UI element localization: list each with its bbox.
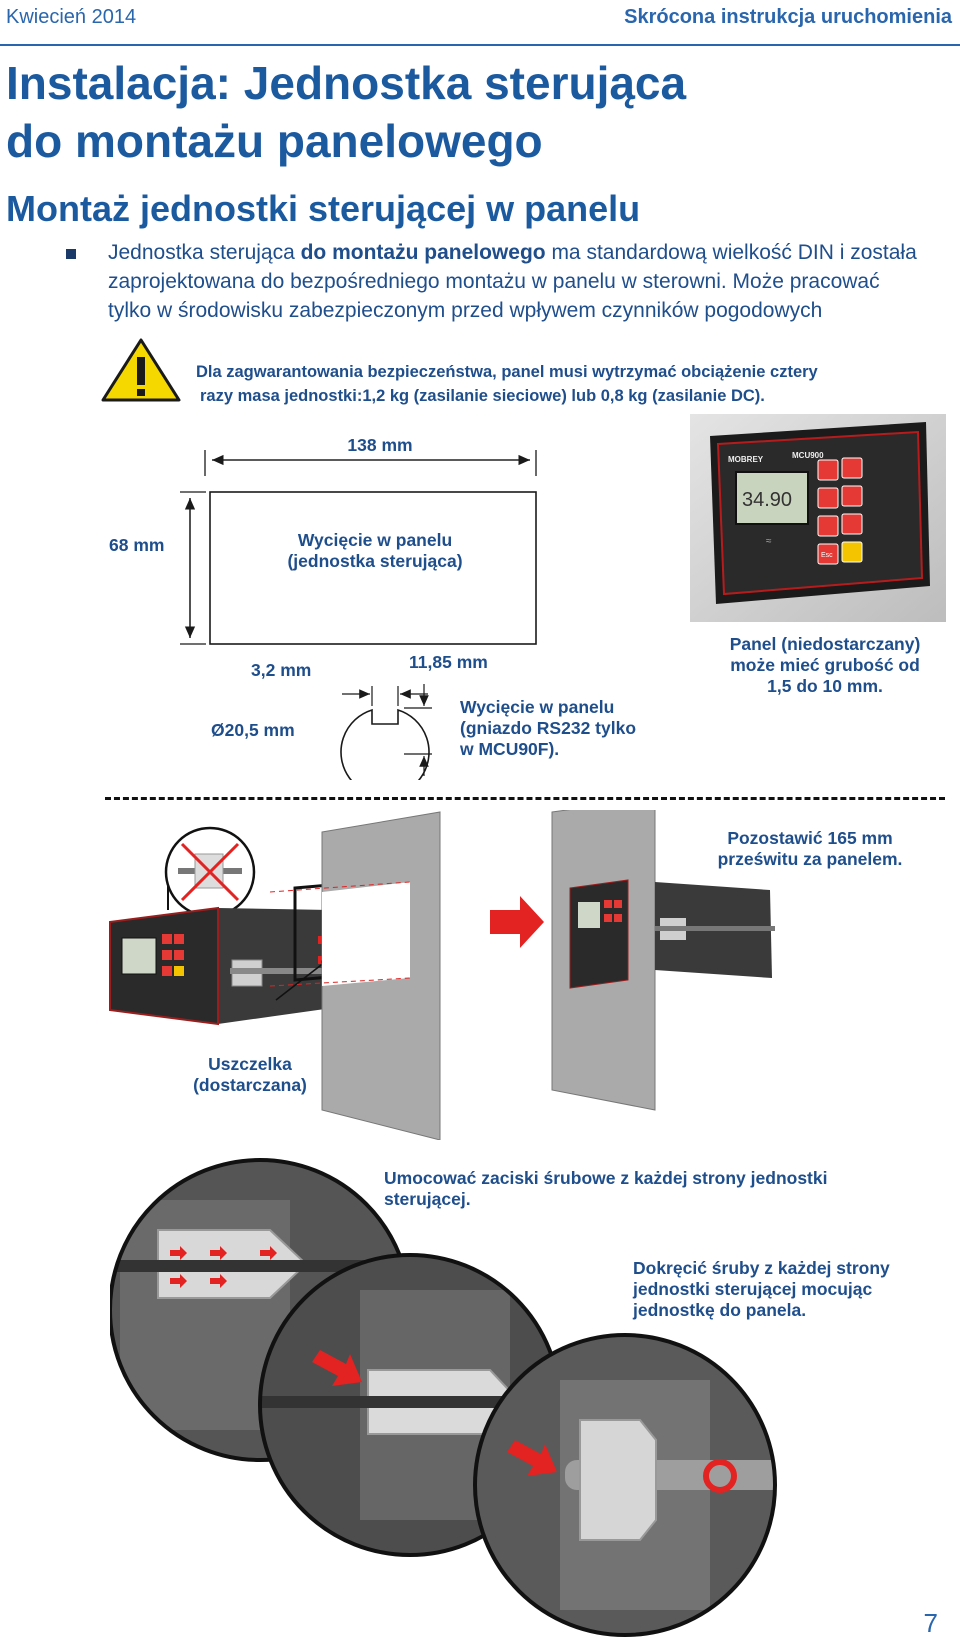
panel-note-line3: 1,5 do 10 mm. <box>767 676 883 696</box>
cutout-rectangle <box>209 491 537 645</box>
device-photo: MOBREY MCU900 34.90 Esc ≈ <box>690 414 946 622</box>
warning-triangle-icon <box>101 338 181 402</box>
device-brand: MOBREY <box>728 455 764 464</box>
header-rule <box>0 44 960 46</box>
fix-clamps-instruction: Umocować zaciski śrubowe z każdej strony… <box>384 1168 828 1209</box>
gasket-line2: (dostarczana) <box>193 1075 307 1095</box>
section-divider <box>105 797 945 800</box>
panel-thickness-note: Panel (niedostarczany) może mieć grubość… <box>700 634 950 697</box>
detail-circle-3 <box>475 1335 775 1635</box>
tighten-line1: Dokręcić śruby z każdej strony <box>633 1258 890 1278</box>
bullet-icon <box>66 249 76 259</box>
device-display-value: 34.90 <box>742 489 792 511</box>
diameter-label: Ø20,5 mm <box>211 720 295 740</box>
tighten-instruction: Dokręcić śruby z każdej strony jednostki… <box>633 1258 933 1321</box>
panel-note-line1: Panel (niedostarczany) <box>729 634 921 654</box>
key-width-label: 3,2 mm <box>251 660 312 680</box>
mounting-illustration: x 2 <box>109 810 775 1140</box>
tighten-line2: jednostki sterującej mocując <box>633 1279 873 1299</box>
cutout-label: Wycięcie w panelu (jednostka sterująca) <box>250 530 500 572</box>
rs232-cutout <box>340 708 430 780</box>
width-label: 138 mm <box>347 435 413 455</box>
device-display <box>735 471 809 525</box>
warning-text: Dla zagwarantowania bezpieczeństwa, pane… <box>196 360 956 408</box>
gasket-line1: Uszczelka <box>208 1054 292 1074</box>
rs232-line3: w MCU90F). <box>460 739 560 759</box>
page-title-line1: Instalacja: Jednostka sterująca <box>6 57 687 109</box>
page-title: Instalacja: Jednostka sterująca do monta… <box>6 54 686 170</box>
next-step-arrow <box>490 896 544 948</box>
page-title-line2: do montażu panelowego <box>6 115 543 167</box>
rs232-line2: (gniazdo RS232 tylko <box>460 718 637 738</box>
section-title: Montaż jednostki sterującej w panelu <box>6 188 641 229</box>
cutout-label-line2: (jednostka sterująca) <box>287 551 463 571</box>
intro-text-after: ma standardową wielkość DIN i została za… <box>108 241 917 322</box>
cutout-diagram <box>180 450 537 780</box>
clearance-note: Pozostawić 165 mm prześwitu za panelem. <box>700 828 920 870</box>
clamp-detail-illustration <box>110 1158 777 1637</box>
rs232-line1: Wycięcie w panelu <box>460 697 615 717</box>
intro-text-bold: do montażu panelowego <box>300 241 546 264</box>
clearance-line1: Pozostawić 165 mm <box>727 828 893 848</box>
intro-paragraph: Jednostka sterująca do montażu paneloweg… <box>108 238 928 325</box>
device-model: MCU900 <box>792 451 824 460</box>
device-esc-label: Esc <box>821 552 833 559</box>
page-number: 7 <box>923 1608 938 1638</box>
height-label: 68 mm <box>109 535 165 555</box>
warning-line1: Dla zagwarantowania bezpieczeństwa, pane… <box>196 363 818 381</box>
rs232-label: Wycięcie w panelu (gniazdo RS232 tylko w… <box>460 697 636 760</box>
svg-text:≈: ≈ <box>766 536 772 547</box>
clearance-line2: prześwitu za panelem. <box>717 849 903 869</box>
cutout-label-line1: Wycięcie w panelu <box>297 530 453 550</box>
warning-line2: razy masa jednostki:1,2 kg (zasilanie si… <box>200 387 765 405</box>
key-depth-label: 11,85 mm <box>409 652 488 672</box>
tighten-line3: jednostkę do panela. <box>633 1300 807 1320</box>
panel-note-line2: może mieć grubość od <box>730 655 920 675</box>
gasket-label: Uszczelka (dostarczana) <box>180 1054 320 1096</box>
intro-text-before: Jednostka sterująca <box>108 241 301 264</box>
header-date: Kwiecień 2014 <box>6 6 137 28</box>
device-buttons <box>817 457 863 565</box>
header-doc-title: Skrócona instrukcja uruchomienia <box>624 6 952 28</box>
